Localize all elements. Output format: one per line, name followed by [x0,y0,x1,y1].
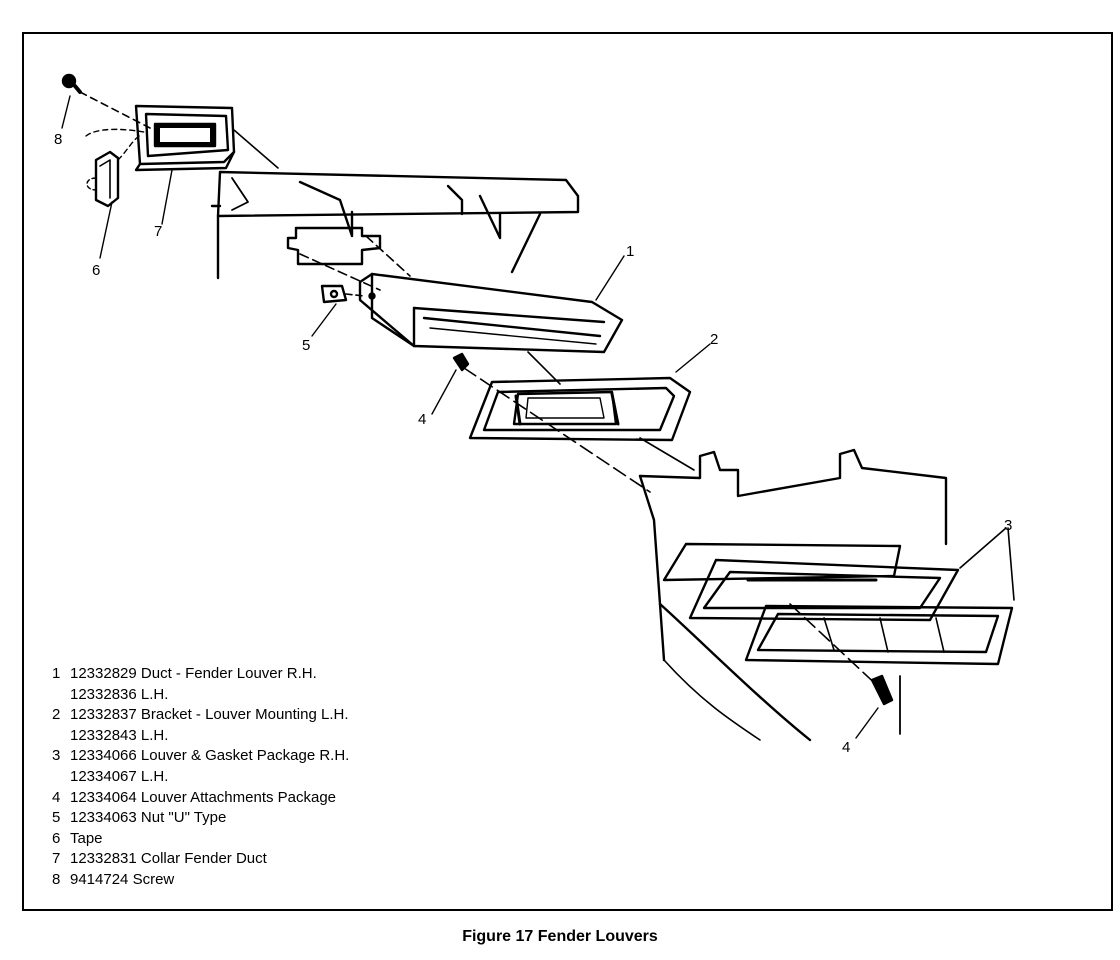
callout-2: 2 [710,331,719,348]
fender-side-body [638,448,948,742]
collar-fender-duct-part [134,104,236,172]
louver-gasket-part [662,542,1014,666]
figure-caption: Figure 17 Fender Louvers [462,928,658,945]
callout-3: 3 [1004,517,1013,534]
louver-attachment-screw-upper [452,352,470,372]
callout-1: 1 [626,243,635,260]
legend-row: 12334067 L.H. [70,767,169,785]
callout-4-lower: 4 [842,739,851,756]
figure-frame [22,32,1113,911]
screw-part [61,73,82,94]
callout-8: 8 [54,131,63,148]
fender-louver-duct-part [358,272,624,354]
callout-4-upper: 4 [418,411,427,428]
legend-row: 12332843 L.H. [70,726,169,744]
callout-7: 7 [154,223,163,240]
u-nut-part [320,284,348,304]
legend-row: 12332836 L.H. [70,685,169,703]
mounting-tab [286,226,382,266]
callout-5: 5 [302,337,311,354]
callout-6: 6 [92,262,101,279]
fender-top-panel [210,170,580,280]
tape-part [86,133,143,208]
louver-mounting-bracket-part [468,376,692,442]
